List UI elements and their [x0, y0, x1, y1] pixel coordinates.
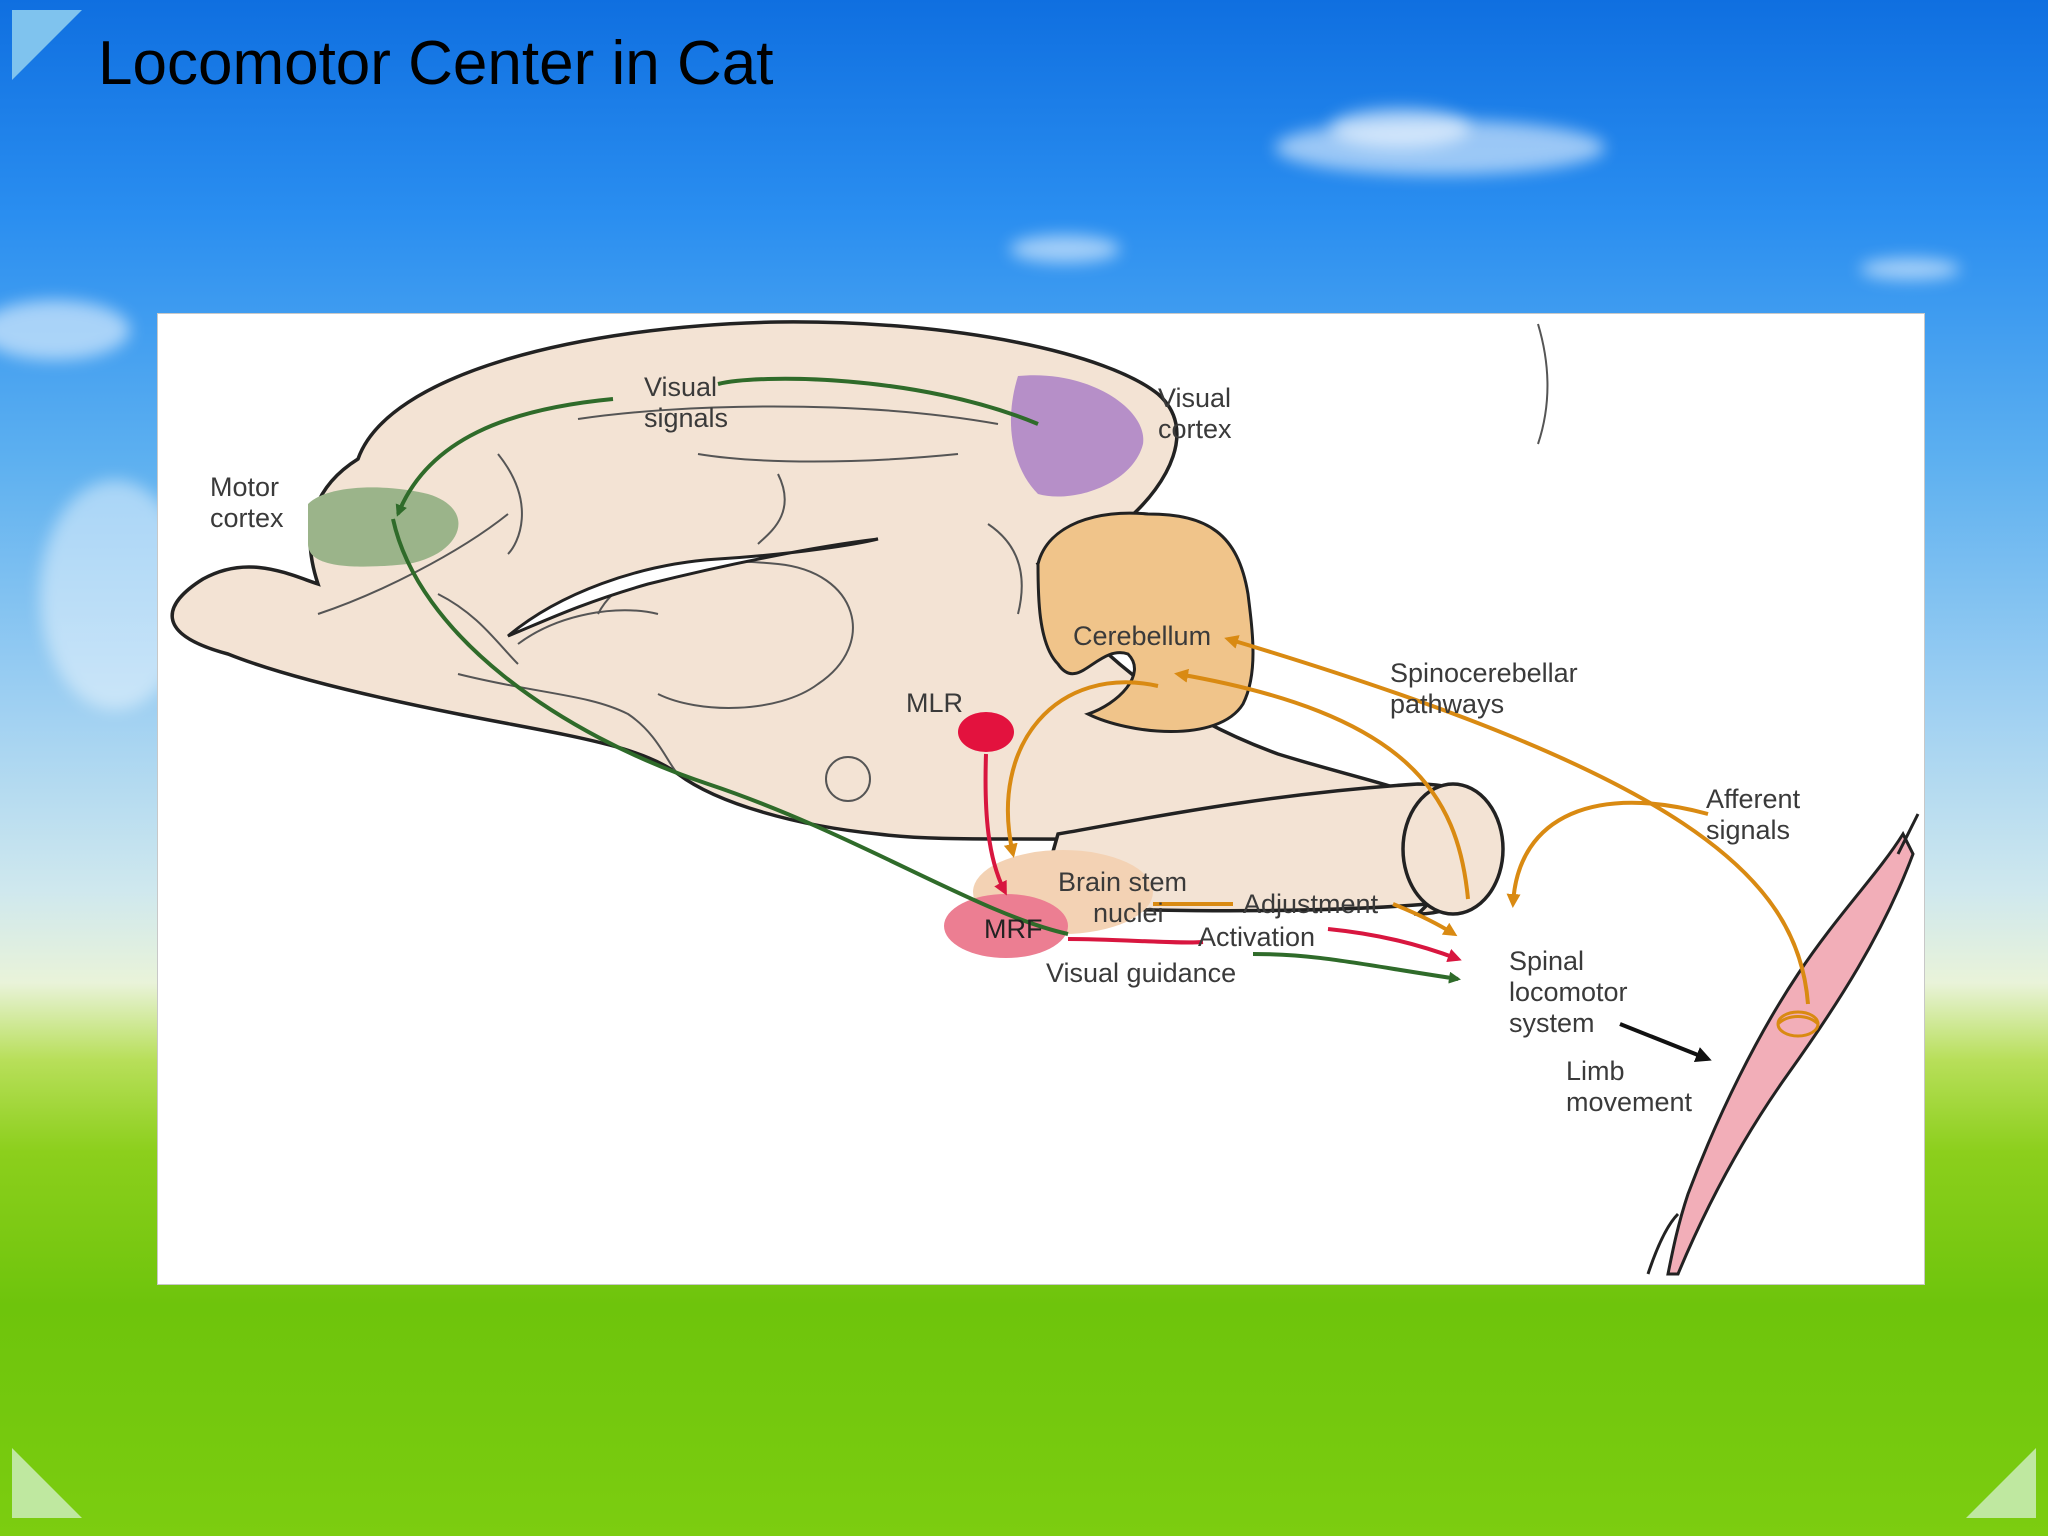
mlr-region [958, 712, 1014, 752]
label-adjustment: Adjustment [1243, 889, 1379, 919]
mlr-to-mrf-arrow [983, 753, 1007, 896]
visual-guidance-pathway [391, 518, 1069, 936]
label-cerebellum: Cerebellum [1073, 621, 1211, 651]
activation-arrow [1327, 927, 1462, 963]
label-activation: Activation [1198, 922, 1315, 952]
spinocerebellar-arrow-2 [1224, 635, 1810, 1005]
limb-movement-arrow [1619, 1022, 1712, 1062]
spinal-cord-end [1401, 782, 1505, 916]
visual-signals-to-motor-arrow [395, 397, 614, 517]
corner-decoration-top-left [12, 10, 82, 80]
label-mlr: MLR [906, 688, 963, 718]
label-visual-guidance: Visual guidance [1046, 958, 1236, 988]
slide-title: Locomotor Center in Cat [98, 29, 774, 98]
corner-decoration-bottom-left [12, 1448, 82, 1518]
cerebellum-to-nuclei-arrow [1003, 680, 1159, 858]
adjustment-arrow [1392, 902, 1458, 937]
muscle-spindle [1776, 1010, 1820, 1038]
corpus-callosum [507, 537, 879, 638]
visual-signals-arrow [717, 376, 1039, 426]
spinocerebellar-arrow-1 [1174, 668, 1470, 900]
afferent-arrow [1506, 800, 1709, 908]
mrf-region [944, 894, 1068, 958]
visual-guidance-arrow [1252, 952, 1461, 984]
visual-cortex-region [1010, 375, 1144, 497]
label-mrf: MRF [984, 914, 1042, 944]
activation-arrow-left [1067, 937, 1204, 945]
brain-outline [170, 320, 1450, 853]
corner-decoration-bottom-right [1966, 1448, 2036, 1518]
muscle [1666, 830, 1915, 1276]
motor-cortex-region [308, 487, 459, 567]
